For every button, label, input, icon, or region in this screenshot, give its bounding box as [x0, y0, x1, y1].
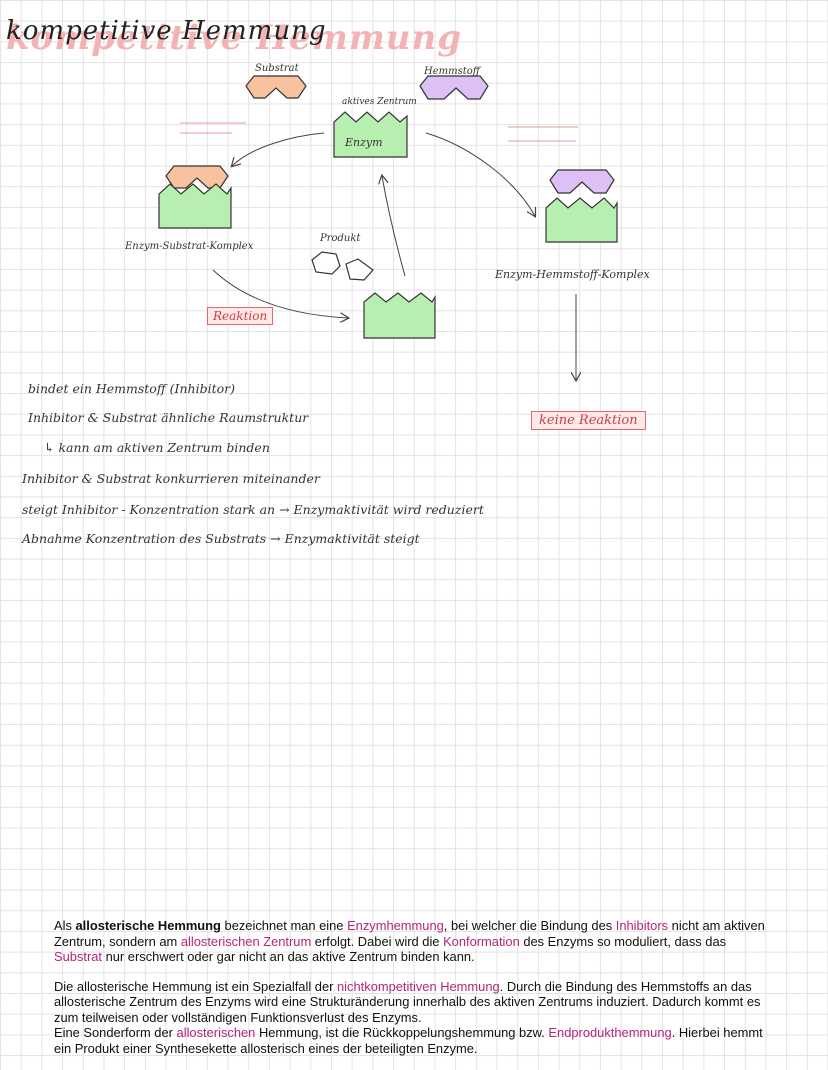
- note-line-1: bindet ein Hemmstoff (Inhibitor): [28, 381, 235, 396]
- inhibitor-shape: [419, 75, 489, 100]
- title-text: kompetitive Hemmung: [6, 16, 327, 46]
- small-red-notes: [180, 122, 578, 142]
- paragraph-feedback: Eine Sonderform der allosterischen Hemmu…: [54, 1025, 763, 1056]
- label-produkt: Produkt: [320, 233, 361, 244]
- note-line-3: ↳ kann am aktiven Zentrum binden: [44, 440, 270, 455]
- competitive-inhibition-diagram: [158, 75, 618, 600]
- arrow-to-ei-complex: [425, 132, 535, 216]
- paragraph-special-case: Die allosterische Hemmung ist ein Spezia…: [54, 978, 761, 1025]
- label-hemmstoff: Hemmstoff: [424, 66, 480, 77]
- arrow-to-free-enzyme: [212, 269, 348, 318]
- enzyme-shape: [333, 111, 408, 158]
- free-enzyme-shape: [363, 292, 436, 339]
- es-complex-enzyme: [158, 183, 232, 229]
- arrow-back-to-enzyme: [382, 176, 406, 277]
- paragraph-definition: Als allosterische Hemmung bezeichnet man…: [54, 918, 765, 964]
- bound-substrate-shape: [165, 165, 229, 189]
- allosteric-inhibition-text: Als allosterische Hemmung bezeichnet man…: [54, 918, 774, 1056]
- note-line-4: Inhibitor & Substrat konkurrieren mitein…: [22, 471, 320, 486]
- note-line-6: Abnahme Konzentration des Substrats → En…: [22, 531, 420, 546]
- label-aktives-zentrum: aktives Zentrum: [342, 97, 417, 107]
- label-enzym: Enzym: [345, 136, 383, 149]
- ei-complex-enzyme: [545, 197, 618, 243]
- bound-inhibitor-shape: [549, 169, 615, 194]
- label-ei-complex: Enzym-Hemmstoff-Komplex: [495, 268, 650, 281]
- note-line-5: steigt Inhibitor - Konzentration stark a…: [22, 502, 484, 517]
- label-es-complex: Enzym-Substrat-Komplex: [125, 241, 254, 252]
- product-shape-2: [345, 258, 374, 281]
- substrate-shape: [245, 75, 307, 99]
- product-shape-1: [311, 251, 341, 275]
- label-substrat: Substrat: [255, 63, 299, 74]
- reaction-box: Reaktion: [207, 307, 274, 325]
- arrow-to-es-complex: [232, 132, 325, 166]
- no-reaction-box: keine Reaktion: [531, 411, 646, 430]
- note-line-2: Inhibitor & Substrat ähnliche Raumstrukt…: [28, 410, 309, 425]
